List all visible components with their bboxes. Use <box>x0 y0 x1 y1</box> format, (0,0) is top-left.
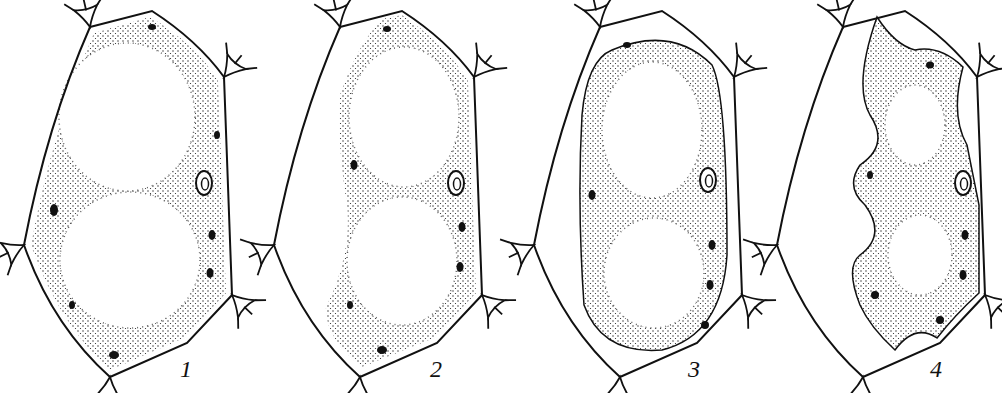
vacuole <box>349 47 459 187</box>
figure-number: 4 <box>930 356 942 382</box>
protoplast <box>326 15 476 367</box>
vacuole <box>888 215 952 295</box>
protoplast <box>853 17 980 350</box>
chloroplasts <box>589 42 716 329</box>
vacuole <box>60 192 200 328</box>
protoplast <box>580 40 727 350</box>
figure-number: 3 <box>688 356 700 382</box>
nucleus <box>448 171 464 195</box>
plant-cell <box>743 0 1002 393</box>
nucleus <box>700 168 716 192</box>
figure-number: 1 <box>180 356 192 382</box>
plant-cell <box>500 0 776 393</box>
cell-wall <box>500 0 776 393</box>
vacuole <box>885 85 945 165</box>
chloroplasts <box>347 26 466 354</box>
chloroplasts <box>50 24 220 359</box>
vacuole <box>602 62 702 198</box>
cell-wall <box>240 0 516 393</box>
plant-cell <box>240 0 516 393</box>
vacuole <box>347 197 457 325</box>
figure-number: 2 <box>430 356 442 382</box>
vacuole <box>59 43 195 191</box>
nucleus <box>196 171 212 195</box>
vacuole <box>604 218 704 328</box>
plant-cell <box>0 0 266 393</box>
cell-wall <box>743 0 1002 393</box>
cell-wall <box>0 0 266 393</box>
chloroplasts <box>867 62 969 325</box>
nucleus <box>955 171 971 195</box>
protoplast <box>31 17 226 370</box>
